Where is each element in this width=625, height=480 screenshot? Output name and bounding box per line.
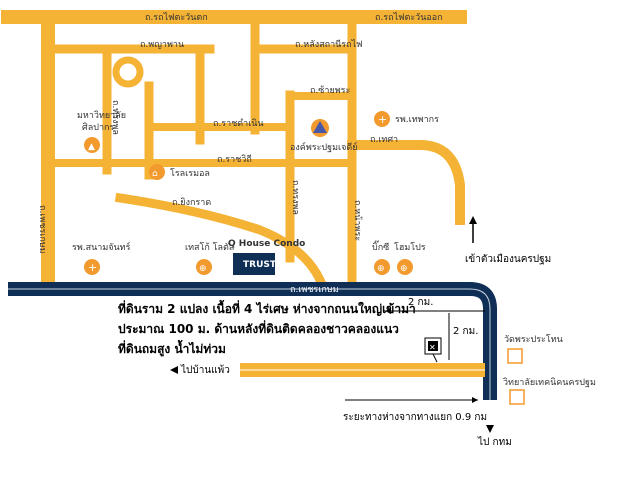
cart-icon-2: ⊕ [377,264,385,274]
dist-09km-marker: ระยะทางห่างจากทางแยก 0.9 กม [343,397,487,423]
tesco-label: เทสโก้ โลตัส [185,242,235,253]
cart-icon-3: ⊕ [400,264,408,274]
road-label-phetkasem-main: ถ.เพชรเกษม [290,285,339,295]
to-city-label: เข้าตัวเมืองนครปฐม [465,253,551,265]
phetkasem-highway [8,282,497,400]
dist-2km-vertical: 2 กม. [453,326,478,337]
dist-2km-horizontal: 2 กม. [408,297,433,308]
bigc-poi: ⊕ บิ๊กซี [372,240,390,275]
road-label-thesa: ถ.เทศา [370,135,398,145]
sanamchan-poi: + รพ.สนามจันทร์ [72,241,131,275]
up-arrow-icon [469,216,477,224]
down-arrow-icon [486,425,494,433]
road-thesa [347,140,465,225]
bigc-label: บิ๊กซี [372,240,389,253]
house-icon: ⌂ [152,169,158,179]
lower-directions: ไปบ้านแพ้ว ไป กทม [170,364,512,448]
land-note-line3: ที่ดินถมสูง น้ำไม่ท่วม [118,339,226,357]
hospital-cross-icon-2: + [88,261,97,274]
road-label-thesa-vert: ถ.หน้าพระ [352,200,363,241]
road-label-songphon: ถ.ทรงพล [290,180,300,215]
thepakorn-label: รพ.เทพากร [395,115,439,125]
plot-x-icon: ✕ [429,343,436,352]
college-poi: วิทยาลัยเทคนิคนครปฐม [503,377,596,405]
homepro-poi: ⊕ โฮมโปร [394,242,426,275]
to-ban-phae-label: ไปบ้านแพ้ว [180,364,230,376]
college-label: วิทยาลัยเทคนิคนครปฐม [503,377,596,388]
hospital-cross-icon: + [378,113,387,126]
pois: ▲ มหาวิทยาลัย ศิลปากร องค์พระปฐมเจดีย์ +… [72,110,439,275]
land-plot: ✕ [424,337,442,363]
lower-roads [240,363,485,377]
cart-icon: ⊕ [199,264,207,274]
road-label-lang-sathani: ถ.หลังสถานีรถไฟ [295,39,362,50]
phra-pathom-label: องค์พระปฐมเจดีย์ [290,141,358,153]
land-note: ที่ดินราม 2 แปลง เนื้อที่ 4 ไร่เศษ ห่างจ… [118,299,416,357]
road-label-phaya-pan: ถ.พญาพาน [140,40,184,50]
distance-markers: 2 กม. 2 กม. [385,297,485,360]
silpakorn-poi: ▲ มหาวิทยาลัย ศิลปากร [77,110,126,153]
land-note-line1: ที่ดินราม 2 แปลง เนื้อที่ 4 ไร่เศษ ห่างจ… [118,299,416,316]
phra-pathom-poi: องค์พระปฐมเจดีย์ [290,119,358,153]
sanamchan-label: รพ.สนามจันทร์ [72,241,131,253]
roundabout [112,56,144,88]
road-label-top-right: ถ.รถไฟตะวันออก [375,12,443,23]
left-arrow-icon [170,366,178,374]
land-note-line2: ประมาณ 100 ม. ด้านหลังที่ดินติดคลองชาวคล… [118,320,399,336]
qhouse-label: Q House Condo [228,239,305,249]
silpakorn-label-1: มหาวิทยาลัย [77,110,126,121]
road-label-phetkasem-vert: ถ.เพชรเกษม [37,205,47,254]
qhouse-poi: TRUST Q House Condo [228,239,305,275]
to-bangkok-label: ไป กทม [477,436,512,448]
university-icon: ▲ [88,142,95,152]
silpakorn-label-2: ศิลปากร [82,122,114,133]
road-labels: ถ.รถไฟตะวันตก ถ.รถไฟตะวันออก ถ.พญาพาน ถ.… [37,12,443,295]
wat-label: วัดพระประโทน [504,334,563,345]
road-label-rachadamnoen: ถ.ราชดำเนิน [213,118,264,129]
railmall-poi: ⌂ โรลเรมอล [149,164,210,180]
road-yingkrat [114,192,326,286]
dist-09km-label: ระยะทางห่างจากทางแยก 0.9 กม [343,412,487,423]
temple-icon [313,121,327,133]
trust-logo: TRUST [243,260,277,270]
homepro-label: โฮมโปร [394,242,426,253]
road-label-sai-phra: ถ.ซ้ายพระ [310,85,351,96]
road-label-top-left: ถ.รถไฟตะวันตก [145,12,208,23]
road-label-v1: ถ.ทรงพล [110,100,120,135]
road-label-ratchavithi: ถ.ราชวิถี [217,154,252,165]
to-city-indicator: เข้าตัวเมืองนครปฐม [465,216,551,265]
thepakorn-poi: + รพ.เทพากร [374,111,439,127]
railmall-label: โรลเรมอล [170,168,210,179]
tesco-poi: ⊕ เทสโก้ โลตัส [185,242,235,275]
wat-poi: วัดพระประโทน [504,334,563,364]
city-roads [1,10,467,287]
road-label-yingkrat: ถ.ยิงกราด [172,197,211,208]
